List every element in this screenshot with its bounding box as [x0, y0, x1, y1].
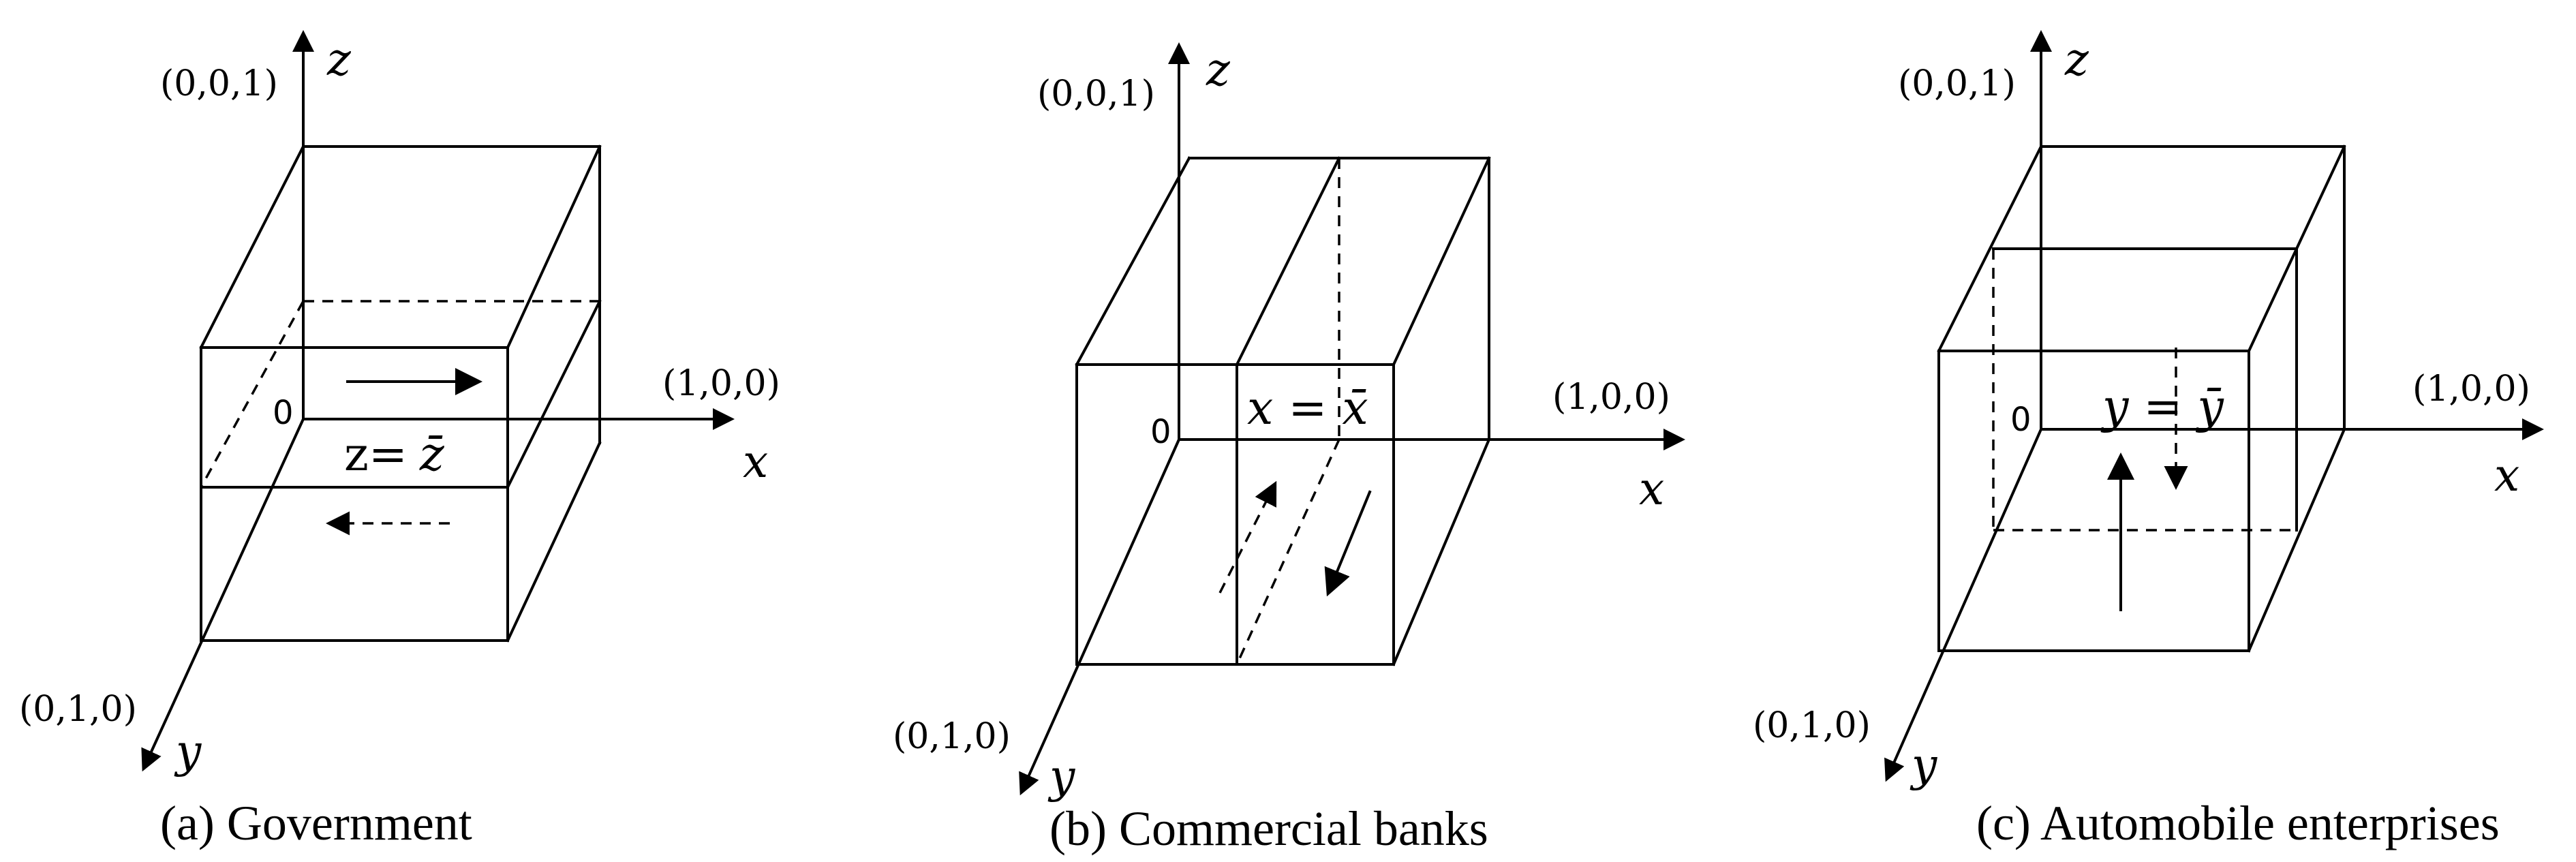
caption-automobile-enterprises: (c) Automobile enterprises: [1976, 796, 2500, 850]
equation-bar: x̄: [1342, 382, 1368, 435]
y-axis: [1884, 429, 2042, 782]
cube-edge: [506, 144, 602, 350]
label-y-axis: y: [1047, 750, 1075, 803]
y-axis: [141, 418, 305, 772]
label-y-axis: y: [174, 725, 202, 778]
origin-label: 0: [1150, 413, 1171, 451]
coord-y: (0,1,0): [19, 689, 137, 730]
equation-bar: ȳ: [2195, 380, 2224, 434]
caption-government: (a) Government: [160, 796, 472, 850]
label-y-axis: y: [1910, 739, 1937, 791]
coord-x: (1,0,0): [662, 363, 780, 404]
panel-government: (0,0,1) z (1,0,0) x (0,1,0) y 0 z=z̄ (a)…: [19, 30, 780, 850]
caption-commercial-banks: (b) Commercial banks: [1049, 801, 1488, 856]
coord-z: (0,0,1): [1898, 63, 2016, 104]
label-z-axis: z: [2064, 33, 2089, 86]
cube-edge: [2247, 427, 2346, 653]
plane-edge-hidden: [1236, 439, 1340, 665]
cube-edge: [199, 144, 305, 350]
equation-var: z: [344, 428, 369, 482]
plane-edge: [506, 299, 602, 489]
equation-var: x: [1247, 382, 1273, 435]
equation-plane: z=z̄: [344, 428, 445, 482]
equation-op: =: [1288, 382, 1327, 435]
label-z-axis: z: [1206, 44, 1231, 96]
coord-y: (0,1,0): [1753, 705, 1871, 746]
coord-x: (1,0,0): [1552, 377, 1670, 418]
cube-edge: [1075, 156, 1191, 367]
cube-edge: [1392, 156, 1491, 367]
cube-edge: [1937, 144, 2043, 353]
equation-plane: y=ȳ: [2100, 380, 2224, 434]
y-axis: [1019, 439, 1180, 796]
panel-automobile-enterprises: (0,0,1) z (1,0,0) x (0,1,0) y 0 y=ȳ (c) …: [1753, 30, 2544, 850]
panel-commercial-banks: (0,0,1) z (1,0,0) x (0,1,0) y 0 x = x̄ (b)…: [893, 42, 1685, 856]
equation-op: =: [369, 428, 408, 482]
coord-x: (1,0,0): [2412, 369, 2530, 410]
plane-edge: [1235, 156, 1341, 367]
label-x-axis: x: [1639, 463, 1664, 515]
coord-y: (0,1,0): [893, 716, 1011, 757]
origin-label: 0: [273, 394, 294, 432]
coord-z: (0,0,1): [1037, 74, 1155, 114]
label-z-axis: z: [326, 33, 352, 86]
equation-plane: x = x̄: [1247, 382, 1368, 435]
arrow-dashed-up: [1218, 480, 1277, 594]
plane-edge-hidden: [200, 301, 305, 488]
coord-z: (0,0,1): [160, 63, 278, 104]
arrow-solid-down: [1324, 490, 1372, 597]
equation-op: =: [2143, 380, 2182, 434]
equation-var: y: [2100, 380, 2130, 434]
cube-edge: [1392, 437, 1491, 666]
cube-edge: [506, 441, 602, 643]
equation-bar: z̄: [419, 428, 445, 482]
label-x-axis: x: [2494, 449, 2519, 502]
origin-label: 0: [2010, 401, 2031, 439]
label-x-axis: x: [743, 435, 768, 488]
